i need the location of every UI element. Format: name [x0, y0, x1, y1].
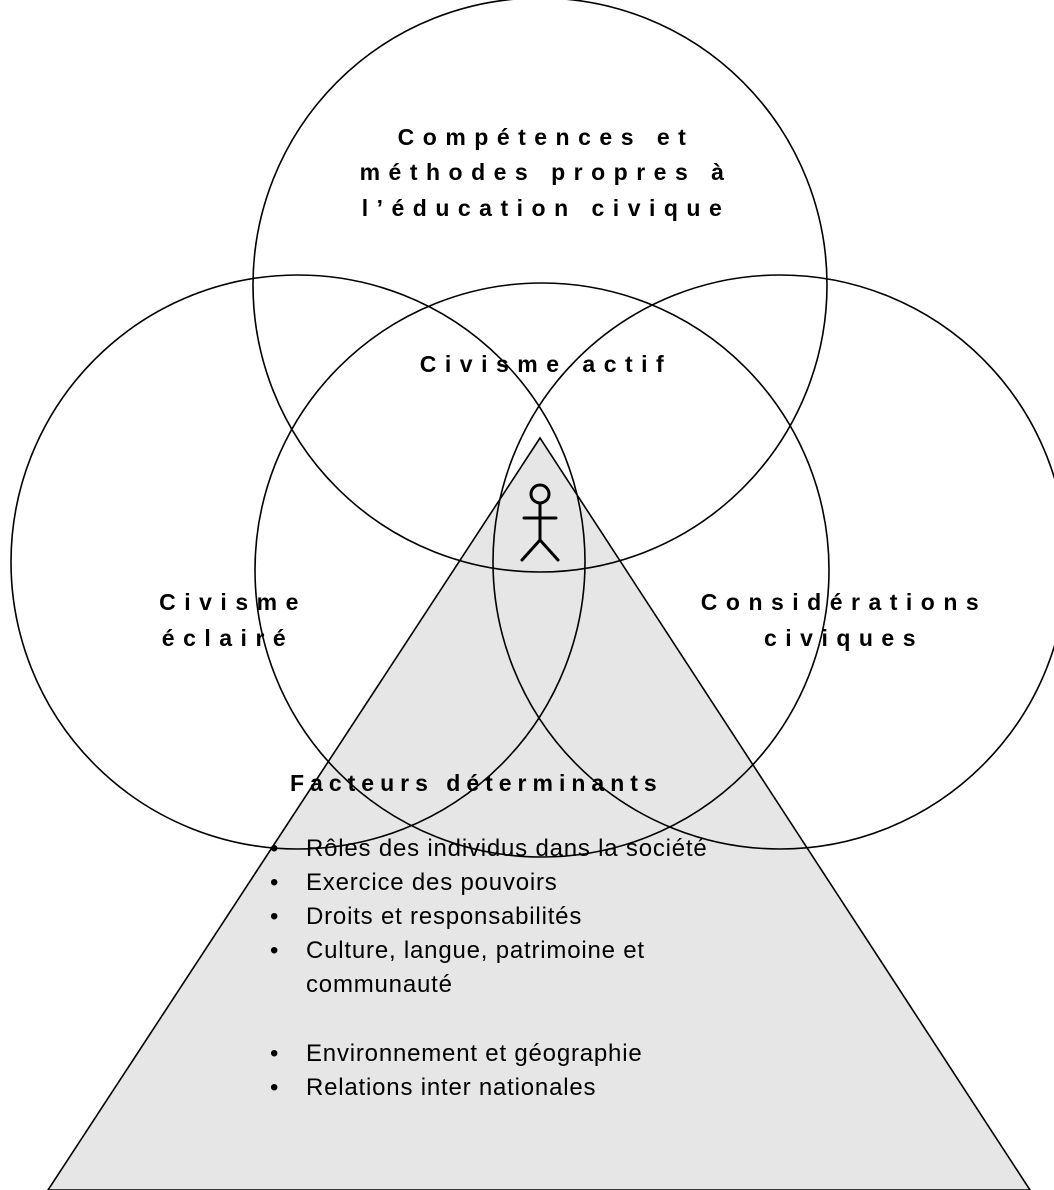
circle-left-civisme-eclaire — [10, 274, 586, 850]
factor-item-environnement: Environnement et géographie — [306, 1040, 642, 1067]
left-circle-label-line2: éclairé — [162, 625, 294, 651]
right-circle-label-line2: civiques — [764, 625, 924, 651]
bullet: • — [270, 869, 279, 896]
bullet: • — [270, 835, 279, 862]
person-icon — [520, 483, 560, 562]
bullet: • — [270, 903, 279, 930]
left-circle-label-line1: Civisme — [159, 589, 307, 615]
right-circle-label-line1: Considérations — [701, 589, 987, 615]
top-circle-label-line3: l’éducation civique — [362, 195, 731, 221]
bullet: • — [270, 1040, 279, 1067]
factor-item-culture: Culture, langue, patrimoine et — [306, 937, 645, 964]
factor-item-droits: Droits et responsabilités — [306, 903, 582, 930]
top-circle-label-line2: méthodes propres à — [360, 159, 733, 185]
factors-triangle — [47, 436, 1031, 1190]
factors-title: Facteurs déterminants — [290, 770, 663, 796]
top-circle-label-line1: Compétences et — [398, 124, 695, 150]
circle-right-considerations — [492, 274, 1054, 850]
factor-item-culture-cont: communauté — [306, 971, 453, 998]
circle-top-competences — [252, 0, 828, 573]
factor-item-pouvoirs: Exercice des pouvoirs — [306, 869, 558, 896]
factor-item-roles: Rôles des individus dans la société — [306, 835, 708, 862]
center-circle-label: Civisme actif — [420, 351, 672, 377]
bullet: • — [270, 1074, 279, 1101]
factor-item-relations: Relations inter nationales — [306, 1074, 596, 1101]
bullet: • — [270, 937, 279, 964]
circle-center-civisme-actif — [254, 282, 830, 858]
